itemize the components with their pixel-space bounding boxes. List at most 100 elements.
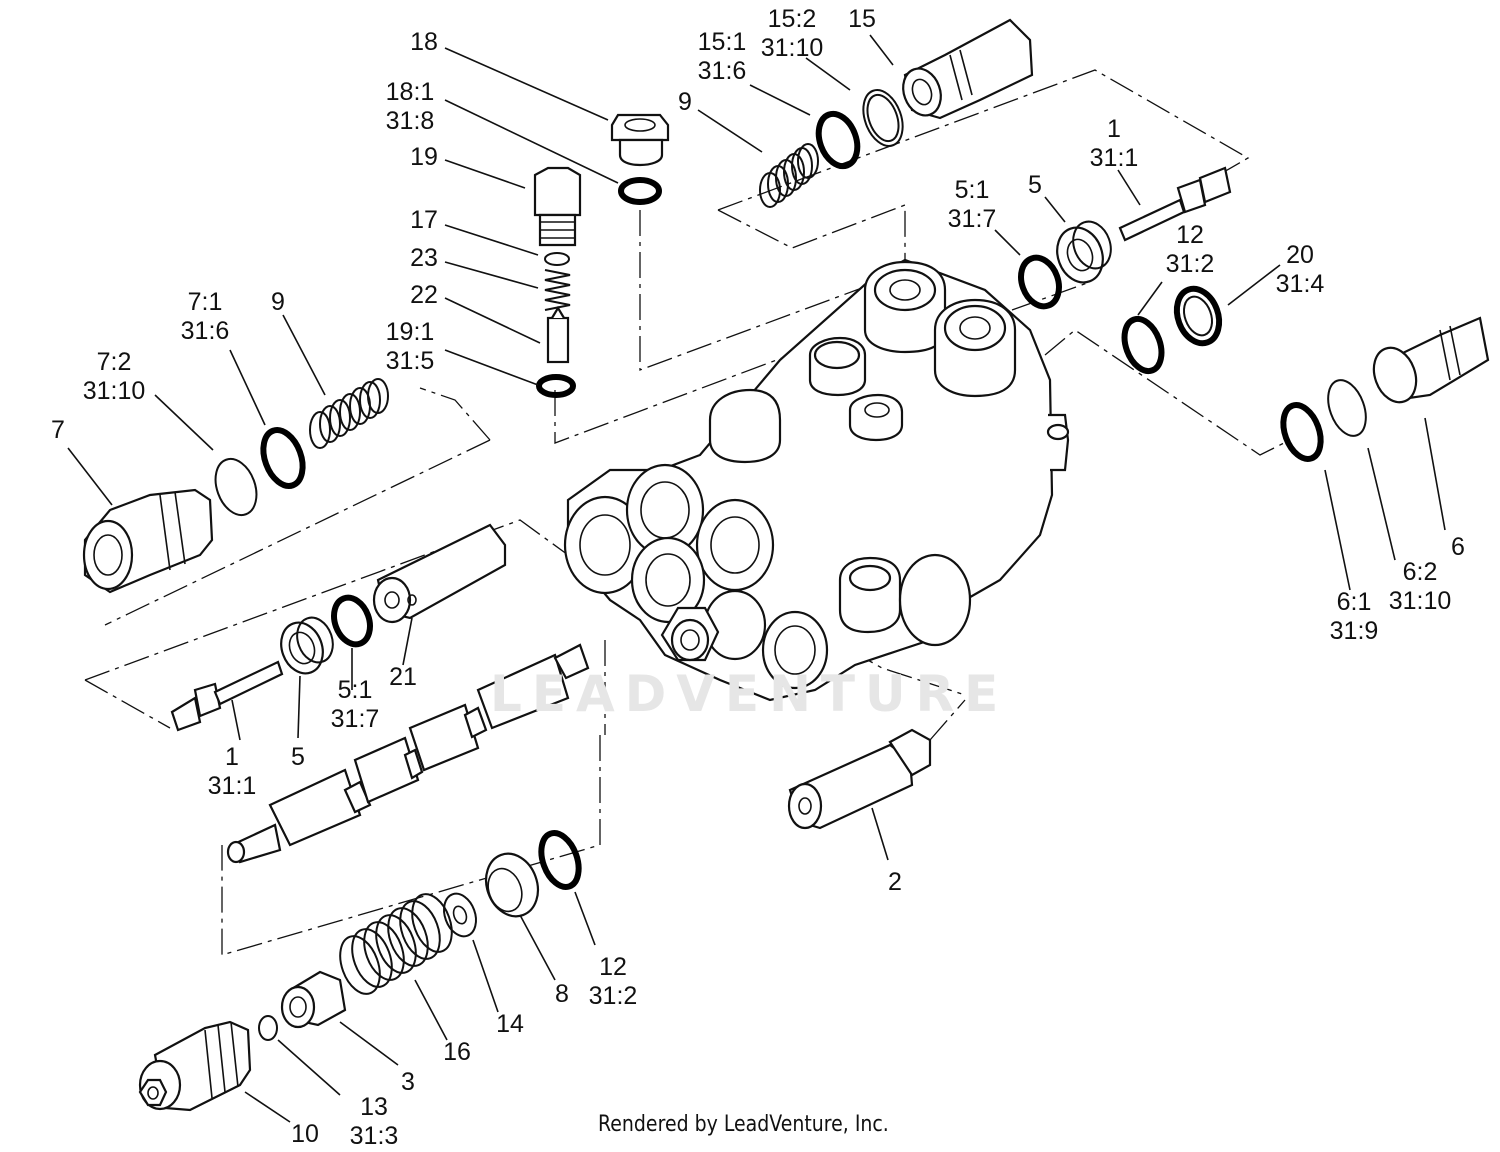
part-18-plug <box>610 113 670 167</box>
leader-lines <box>67 34 1446 1123</box>
callout-22: 22 <box>410 281 438 309</box>
part-14-washer <box>443 892 477 938</box>
callout-line: 31:9 <box>1330 617 1379 645</box>
callout-line: 31:7 <box>948 205 997 233</box>
callout-line: 19:1 <box>386 318 435 346</box>
callout-line: 15:2 <box>768 5 817 33</box>
callout-6: 6 <box>1451 533 1465 561</box>
part-18-1-oring <box>618 177 662 205</box>
callout-line: 12 <box>599 953 627 981</box>
part-6-plug <box>1372 316 1490 404</box>
callout-line: 20 <box>1286 241 1314 269</box>
part-21-sleeve <box>372 523 507 624</box>
part-12-bottom-oring <box>538 830 582 890</box>
callout-line: 5:1 <box>955 176 990 204</box>
callout-line: 7:1 <box>188 288 223 316</box>
part-6-2-backup-ring <box>1327 379 1367 437</box>
callout-line: 31:2 <box>589 982 638 1010</box>
callout-line: 8 <box>555 980 569 1008</box>
callout-line: 31:1 <box>208 772 257 800</box>
callout-line: 18:1 <box>386 78 435 106</box>
callout-5-top: 5 <box>1028 171 1042 199</box>
callout-17: 17 <box>410 206 438 234</box>
callout-line: 31:4 <box>1276 270 1325 298</box>
callout-23: 23 <box>410 244 438 272</box>
part-15-1-oring <box>815 110 861 170</box>
part-5-top-guide <box>1056 220 1112 284</box>
part-16-spring <box>339 893 453 995</box>
callout-line: 6:2 <box>1403 558 1438 586</box>
callout-line: 23 <box>410 244 438 272</box>
callout-line: 9 <box>678 88 692 116</box>
part-5-1-top-oring <box>1018 254 1062 310</box>
callout-line: 3 <box>401 1068 415 1096</box>
callout-2: 2 <box>888 868 902 896</box>
callout-line: 5 <box>1028 171 1042 199</box>
callout-9-top: 9 <box>678 88 692 116</box>
part-19-1-oring <box>536 374 576 398</box>
part-12-top-oring <box>1121 315 1165 375</box>
callout-line: 22 <box>410 281 438 309</box>
callout-line: 19 <box>410 143 438 171</box>
part-19-relief-cap <box>533 166 582 247</box>
callout-line: 17 <box>410 206 438 234</box>
part-6-1-oring <box>1280 402 1324 462</box>
assembly-centerlines <box>84 69 1291 956</box>
callout-19: 19 <box>410 143 438 171</box>
callout-7: 7 <box>51 416 65 444</box>
part-22-poppet <box>546 305 570 364</box>
part-spool <box>226 643 590 864</box>
callout-line: 31:7 <box>331 705 380 733</box>
part-9-top-spring <box>759 143 819 208</box>
callout-line: 7 <box>51 416 65 444</box>
part-5-1-left-oring <box>331 594 373 648</box>
callout-line: 18 <box>410 28 438 56</box>
callout-line: 31:5 <box>386 347 435 375</box>
callout-15: 15 <box>848 5 876 33</box>
part-7-1-oring <box>260 427 306 489</box>
callout-line: 5:1 <box>338 676 373 704</box>
callout-line: 16 <box>443 1038 471 1066</box>
part-3-spacer <box>280 970 347 1029</box>
callout-line: 7:2 <box>97 348 132 376</box>
part-1-left-pin <box>170 660 284 732</box>
part-13-washer <box>258 1015 278 1041</box>
callout-line: 15 <box>848 5 876 33</box>
callout-line: 12 <box>1176 221 1204 249</box>
footer-credit: Rendered by LeadVenture, Inc. <box>598 1112 889 1137</box>
callout-line: 31:10 <box>1389 587 1452 615</box>
callout-5-left: 5 <box>291 743 305 771</box>
part-1-top-pin <box>1118 166 1232 242</box>
callout-line: 6:1 <box>1337 588 1372 616</box>
callout-21: 21 <box>389 663 417 691</box>
part-9-left-spring <box>309 378 389 449</box>
callout-line: 2 <box>888 868 902 896</box>
part-23-spring <box>544 269 571 311</box>
part-17-washer <box>544 252 570 266</box>
callout-line: 9 <box>271 288 285 316</box>
callout-3: 3 <box>401 1068 415 1096</box>
callout-line: 31:3 <box>350 1122 399 1150</box>
part-10-cap <box>138 1020 252 1112</box>
callout-line: 31:8 <box>386 107 435 135</box>
callout-line: 31:6 <box>698 57 747 85</box>
callout-line: 31:10 <box>761 34 824 62</box>
callout-line: 1 <box>225 743 239 771</box>
part-20-seal-inner <box>1182 295 1214 337</box>
callout-line: 6 <box>1451 533 1465 561</box>
callout-line: 31:2 <box>1166 250 1215 278</box>
